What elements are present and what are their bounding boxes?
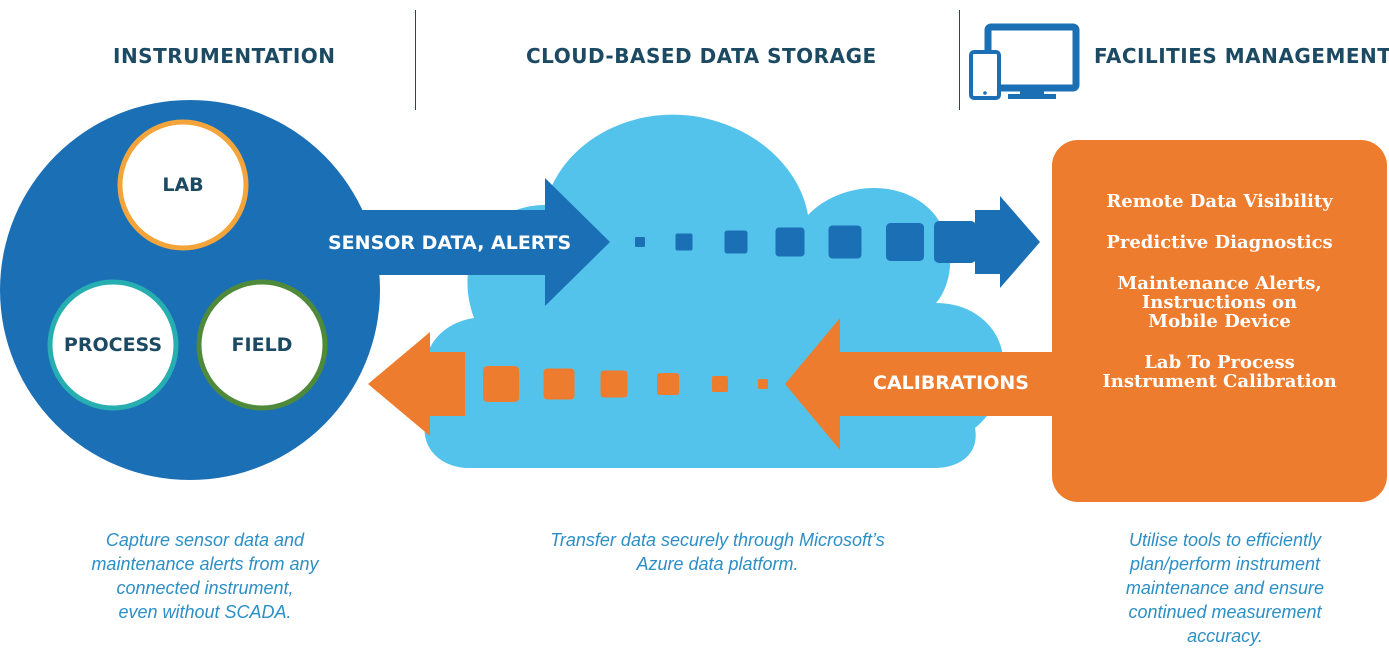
features-list: Remote Data Visibility Predictive Diagno… <box>1052 192 1387 413</box>
facilities-features-panel: Remote Data Visibility Predictive Diagno… <box>1052 140 1387 502</box>
mobile-and-monitor-icon <box>969 23 1080 100</box>
process-label: PROCESS <box>63 334 163 356</box>
field-circle <box>196 279 328 411</box>
download-dots <box>483 366 768 402</box>
download-dot <box>657 373 679 395</box>
download-dot <box>712 376 728 392</box>
feature-predictive-diagnostics: Predictive Diagnostics <box>1106 232 1333 253</box>
field-label: FIELD <box>231 334 293 356</box>
download-dot <box>758 379 768 389</box>
calibrations-label: CALIBRATIONS <box>873 372 1029 394</box>
upload-dot <box>828 225 862 259</box>
divider <box>959 10 960 110</box>
divider <box>415 10 416 110</box>
upload-dots <box>635 221 976 263</box>
sensor-data-arrow <box>300 178 1040 306</box>
caption-facilities: Utilise tools to efficiently plan/perfor… <box>1125 530 1325 646</box>
header-instrumentation: INSTRUMENTATION <box>113 44 336 68</box>
upload-dot <box>775 227 805 257</box>
upload-dot <box>675 233 693 251</box>
download-dot <box>600 370 628 398</box>
upload-dot <box>724 230 748 254</box>
calibrations-arrow <box>368 318 1060 450</box>
feature-maintenance-alerts: Maintenance Alerts, Instructions on Mobi… <box>1117 273 1322 332</box>
lab-label: LAB <box>162 174 204 196</box>
header-facilities-management: FACILITIES MANAGEMENT <box>1094 44 1389 68</box>
caption-cloud: Transfer data securely through Microsoft… <box>550 530 885 574</box>
feature-remote-data-visibility: Remote Data Visibility <box>1106 191 1333 212</box>
caption-instrumentation: Capture sensor data and maintenance aler… <box>91 530 319 622</box>
sensor-data-alerts-label: SENSOR DATA, ALERTS <box>328 232 572 254</box>
header-cloud-storage: CLOUD-BASED DATA STORAGE <box>526 44 877 68</box>
download-dot <box>543 368 575 400</box>
download-dot <box>483 366 519 402</box>
lab-circle <box>117 119 249 251</box>
upload-dot <box>635 237 645 247</box>
upload-dot <box>886 223 924 261</box>
feature-lab-to-process-calibration: Lab To Process Instrument Calibration <box>1102 352 1337 392</box>
upload-dot <box>934 221 976 263</box>
process-circle <box>47 279 179 411</box>
